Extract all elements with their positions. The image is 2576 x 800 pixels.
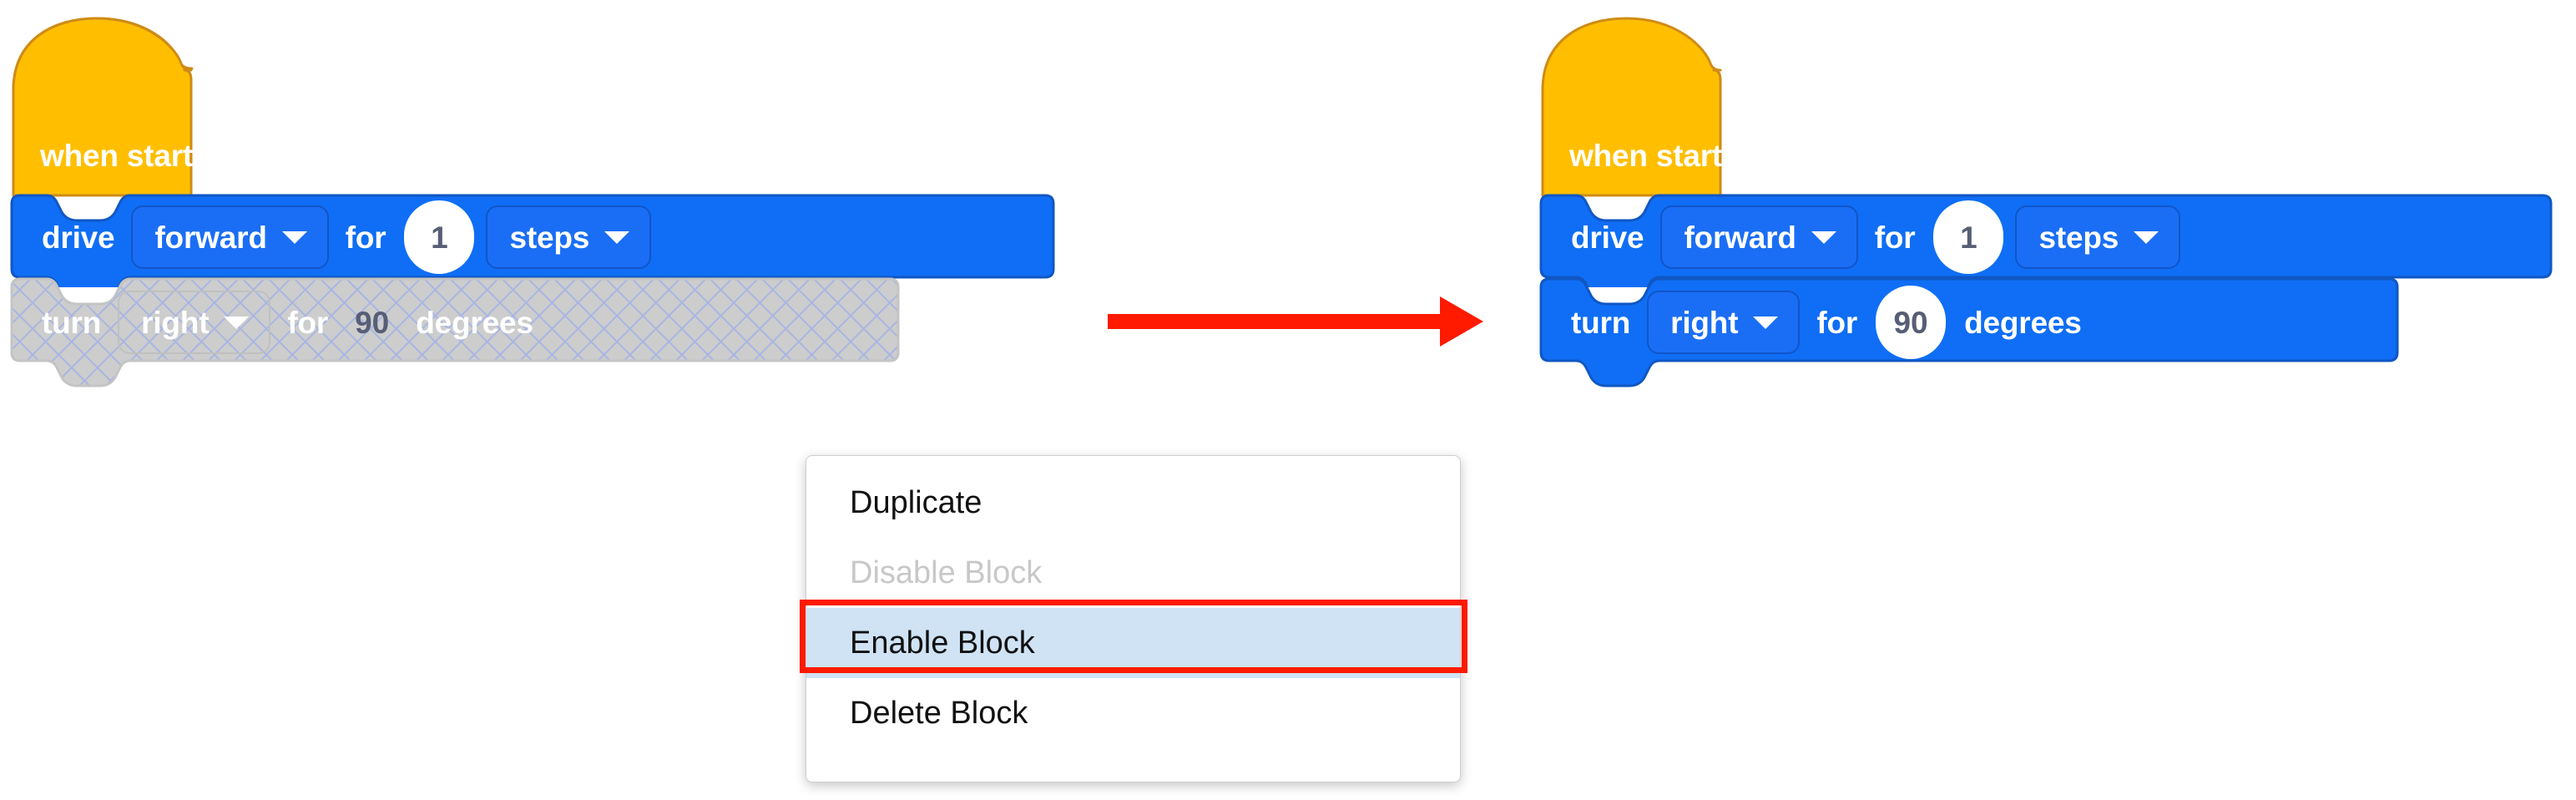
- turn-unit-label: degrees: [1964, 305, 2082, 340]
- drive-unit-dropdown[interactable]: steps: [2015, 205, 2181, 269]
- context-menu-item-label: Duplicate: [850, 484, 982, 520]
- turn-direction-value: right: [1670, 305, 1739, 340]
- chevron-down-icon: [224, 316, 250, 329]
- hat-block-label: when started: [1569, 139, 1758, 173]
- turn-verb-label: turn: [1571, 305, 1631, 340]
- hat-block-shape: [12, 17, 194, 197]
- drive-direction-dropdown[interactable]: forward: [131, 205, 329, 269]
- turn-direction-value: right: [141, 305, 210, 340]
- drive-unit-value: steps: [509, 220, 590, 255]
- turn-for-label: for: [1816, 305, 1858, 340]
- chevron-down-icon: [1753, 316, 1779, 329]
- drive-verb-label: drive: [42, 220, 115, 255]
- right-arrow-icon: [1108, 296, 1483, 347]
- context-menu-item-disable-block: Disable Block: [806, 538, 1460, 608]
- turn-unit-label: degrees: [416, 305, 533, 340]
- turn-block-before-disabled[interactable]: turn right for 90 degrees: [7, 276, 900, 387]
- drive-amount-value: 1: [1960, 220, 1977, 255]
- context-menu-item-duplicate[interactable]: Duplicate: [806, 468, 1460, 538]
- turn-direction-dropdown[interactable]: right: [118, 291, 271, 354]
- hat-block-label: when started: [40, 139, 229, 173]
- turn-verb-label: turn: [42, 305, 102, 340]
- drive-for-label: for: [1874, 220, 1916, 255]
- drive-amount-input[interactable]: 1: [1933, 200, 2004, 274]
- when-started-hat-block-before[interactable]: when started: [7, 10, 282, 206]
- chevron-down-icon: [281, 230, 307, 244]
- hat-block-shape: [1541, 17, 1722, 197]
- drive-unit-value: steps: [2038, 220, 2119, 255]
- turn-amount-value: 90: [1893, 305, 1928, 340]
- drive-block-after[interactable]: drive forward for 1 steps: [1536, 194, 2554, 287]
- drive-for-label: for: [345, 220, 386, 255]
- turn-direction-dropdown[interactable]: right: [1647, 291, 1801, 354]
- chevron-down-icon: [604, 230, 630, 244]
- drive-amount-input[interactable]: 1: [404, 200, 475, 274]
- context-menu-item-enable-block[interactable]: Enable Block: [806, 608, 1460, 678]
- when-started-hat-block-after[interactable]: when started: [1536, 10, 1811, 206]
- turn-block-after-enabled[interactable]: turn right for 90 degrees: [1536, 276, 2400, 387]
- context-menu-item-delete-block[interactable]: Delete Block: [806, 678, 1460, 748]
- turn-amount-value: 90: [355, 305, 390, 340]
- drive-direction-dropdown[interactable]: forward: [1660, 205, 1858, 269]
- turn-for-label: for: [287, 305, 329, 340]
- context-menu-item-label: Disable Block: [850, 554, 1043, 590]
- turn-amount-input[interactable]: 90: [346, 286, 397, 359]
- chevron-down-icon: [2134, 230, 2159, 244]
- block-context-menu[interactable]: Duplicate Disable Block Enable Block Del…: [806, 455, 1461, 782]
- drive-unit-dropdown[interactable]: steps: [486, 205, 652, 269]
- drive-direction-value: forward: [1684, 220, 1796, 255]
- drive-amount-value: 1: [431, 220, 448, 255]
- chevron-down-icon: [1811, 230, 1836, 244]
- drive-direction-value: forward: [154, 220, 267, 255]
- drive-verb-label: drive: [1571, 220, 1644, 255]
- context-menu-item-label: Delete Block: [850, 695, 1028, 731]
- transition-arrow: [1106, 288, 1490, 359]
- turn-block-disabled-shape: [10, 277, 900, 387]
- drive-block-before[interactable]: drive forward for 1 steps: [7, 194, 1057, 287]
- turn-amount-input[interactable]: 90: [1876, 286, 1947, 359]
- context-menu-item-label: Enable Block: [850, 625, 1035, 661]
